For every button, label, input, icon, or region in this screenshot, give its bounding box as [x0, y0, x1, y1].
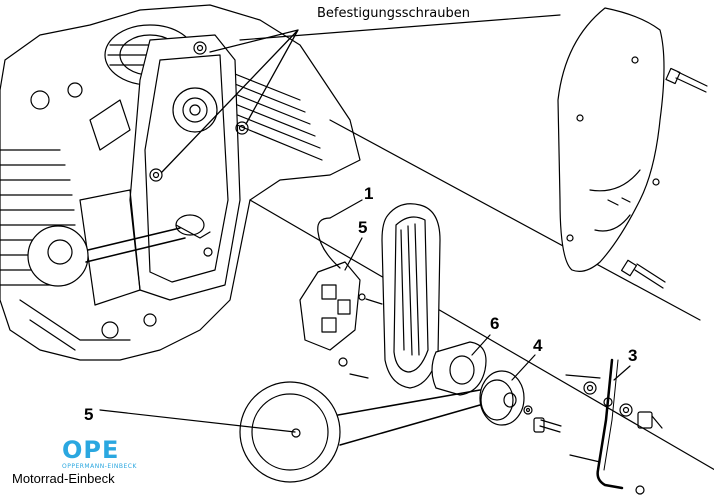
- fastening-screws-label: Befestigungsschrauben: [317, 6, 470, 21]
- part-number-4: 4: [533, 336, 543, 355]
- part-number-5-upper: 5: [358, 218, 368, 237]
- engine-block: [0, 4, 714, 471]
- logo-tagline: OPPERMANN-EINBECK: [62, 463, 137, 470]
- part-number-3: 3: [628, 346, 638, 365]
- part-number-1: 1: [364, 184, 374, 203]
- bracket: [565, 358, 663, 495]
- part-number-6: 6: [490, 314, 500, 333]
- drive-belt: [381, 203, 441, 389]
- timing-cover: [557, 7, 708, 289]
- pulley: [479, 370, 562, 433]
- logo-mark: OPE: [62, 436, 120, 464]
- part-number-5-lower: 5: [84, 405, 94, 424]
- company-logo: OPE OPPERMANN-EINBECK Motorrad-Einbeck: [10, 436, 160, 496]
- logo-company-name: Motorrad-Einbeck: [12, 471, 115, 486]
- pulley-half: [431, 341, 487, 396]
- magnified-pulley: [239, 381, 481, 483]
- magnified-shaft-washer: [27, 225, 186, 287]
- hall-sensor-plate: [299, 217, 383, 379]
